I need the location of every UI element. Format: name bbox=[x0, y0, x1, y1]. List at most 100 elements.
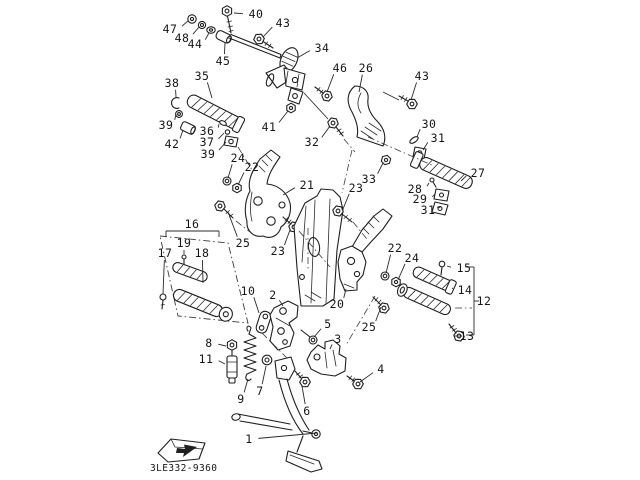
nut-47 bbox=[187, 14, 197, 24]
leader-line-36 bbox=[217, 123, 220, 128]
bracket-line bbox=[382, 91, 400, 101]
callout-22: 22 bbox=[388, 241, 403, 255]
leader-line-25 bbox=[227, 211, 238, 237]
callout-17: 17 bbox=[158, 246, 173, 260]
centerline-layer bbox=[165, 91, 479, 360]
leader-line-46 bbox=[326, 73, 335, 93]
washer-24-left bbox=[222, 176, 232, 186]
leader-line-32 bbox=[321, 125, 331, 138]
leader-line-24 bbox=[227, 164, 233, 179]
callout-11: 11 bbox=[199, 352, 214, 366]
leader-line-41 bbox=[278, 110, 289, 123]
bolt-40 bbox=[221, 5, 234, 34]
pin-30 bbox=[409, 136, 419, 144]
plate-31-lower bbox=[431, 201, 449, 216]
callout-20: 20 bbox=[330, 297, 345, 311]
leader-line-2 bbox=[278, 299, 284, 307]
centerline bbox=[237, 146, 253, 171]
footpeg-upper-left bbox=[172, 262, 208, 282]
bolt-4 bbox=[346, 375, 366, 392]
centerline bbox=[235, 220, 251, 233]
bolt-25-left bbox=[212, 198, 234, 219]
centerline bbox=[261, 332, 289, 360]
side-stand-1 bbox=[231, 356, 323, 473]
callout-29: 29 bbox=[413, 192, 428, 206]
centerline bbox=[343, 138, 356, 153]
leader-line-47 bbox=[181, 20, 189, 27]
bolt-13 bbox=[448, 323, 467, 344]
leader-line-31 bbox=[436, 206, 441, 209]
callout-23: 23 bbox=[349, 181, 364, 195]
leader-line-42 bbox=[179, 129, 184, 139]
leader-line-15 bbox=[446, 265, 452, 268]
leader-line-5 bbox=[313, 328, 322, 338]
bolt-6 bbox=[294, 370, 313, 390]
plate-39-lower bbox=[223, 135, 239, 148]
bolt-23-left bbox=[282, 216, 302, 235]
leader-line-44 bbox=[204, 32, 210, 40]
callout-39: 39 bbox=[201, 147, 216, 161]
callout-10: 10 bbox=[241, 284, 256, 298]
callout-35: 35 bbox=[195, 69, 210, 83]
callout-37: 37 bbox=[200, 135, 215, 149]
part-code: 3LE332-9360 bbox=[150, 463, 217, 474]
callout-25: 25 bbox=[236, 236, 251, 250]
callout-16: 16 bbox=[185, 217, 200, 231]
stud-28 bbox=[429, 177, 437, 188]
callout-19: 19 bbox=[177, 236, 192, 250]
screw-15 bbox=[438, 260, 446, 276]
bracket-line bbox=[303, 92, 329, 120]
callout-39: 39 bbox=[159, 118, 174, 132]
callout-22: 22 bbox=[245, 160, 260, 174]
callout-34: 34 bbox=[315, 41, 330, 55]
bolt-32 bbox=[325, 115, 344, 137]
callout-21: 21 bbox=[300, 178, 315, 192]
leader-line-43 bbox=[410, 82, 417, 101]
bracket-26 bbox=[347, 85, 386, 147]
leader-line-25 bbox=[375, 306, 382, 322]
callout-7: 7 bbox=[256, 384, 263, 398]
frame-section bbox=[293, 188, 344, 307]
leader-line-4 bbox=[359, 372, 374, 383]
leader-line-33 bbox=[377, 162, 384, 174]
callout-9: 9 bbox=[237, 392, 244, 406]
callout-38: 38 bbox=[165, 76, 180, 90]
callout-42: 42 bbox=[165, 137, 180, 151]
lever-assembly-34 bbox=[265, 47, 306, 105]
washer-48 bbox=[197, 20, 207, 30]
leader-line-26 bbox=[358, 74, 363, 93]
callout-31: 31 bbox=[431, 131, 446, 145]
collar-42 bbox=[180, 121, 196, 135]
leader-line-28 bbox=[426, 182, 430, 187]
footpeg-14 bbox=[412, 266, 457, 295]
leader-line-3 bbox=[329, 344, 333, 350]
leader-line-39 bbox=[174, 113, 177, 120]
leader-line-30 bbox=[416, 128, 421, 138]
bolt-25-right bbox=[372, 296, 392, 316]
centerline bbox=[367, 136, 435, 167]
leader-line-27 bbox=[460, 175, 467, 182]
screw-5 bbox=[300, 329, 318, 345]
leader-line-8 bbox=[218, 343, 227, 347]
bolt-43-upper-left bbox=[252, 31, 274, 49]
bolt-46 bbox=[314, 86, 335, 104]
centerline bbox=[298, 230, 331, 268]
leader-line-31 bbox=[422, 142, 429, 151]
callout-28: 28 bbox=[408, 182, 423, 196]
leader-line-37 bbox=[218, 132, 225, 140]
callout-46: 46 bbox=[333, 61, 348, 75]
callout-18: 18 bbox=[195, 246, 210, 260]
leader-line-22 bbox=[385, 254, 392, 274]
centerline bbox=[345, 295, 376, 346]
leader-line-6 bbox=[301, 385, 306, 405]
linkage-rod bbox=[228, 33, 282, 59]
footpeg-35 bbox=[186, 94, 246, 134]
footpeg-27 bbox=[409, 151, 473, 189]
ball-37 bbox=[224, 129, 231, 135]
leader-line-48 bbox=[192, 26, 200, 35]
centerline bbox=[352, 221, 368, 240]
callout-6: 6 bbox=[303, 404, 310, 418]
leader-line-11 bbox=[218, 360, 226, 365]
washer-22-right bbox=[380, 271, 390, 281]
